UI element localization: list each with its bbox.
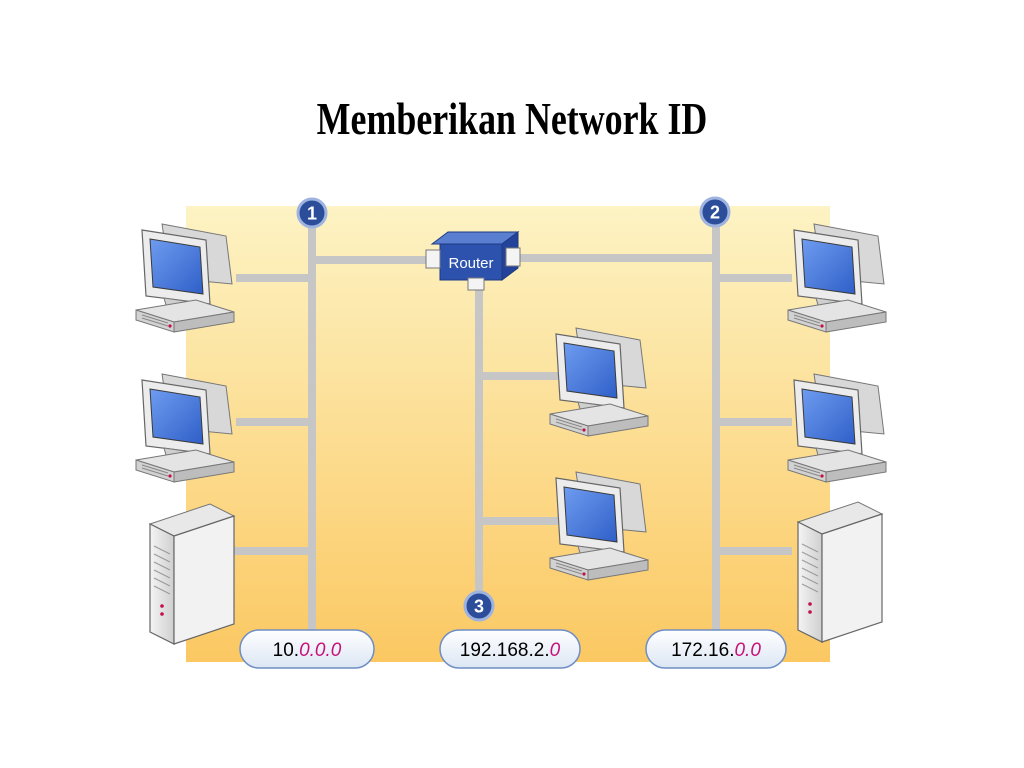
computer-icon bbox=[549, 327, 649, 437]
computer-icon bbox=[787, 373, 887, 483]
router-label: Router bbox=[448, 255, 493, 272]
computer-icon bbox=[135, 373, 235, 483]
segment-badge-3: 3 bbox=[463, 590, 495, 622]
network-id-label: 192.168.2.0 bbox=[460, 640, 561, 661]
computer-icon bbox=[135, 223, 235, 333]
network-cables bbox=[232, 225, 792, 636]
network-id-pill-middle: 192.168.2.0 bbox=[439, 629, 581, 669]
svg-text:3: 3 bbox=[474, 597, 484, 617]
server-icon bbox=[149, 503, 235, 645]
network-id-pill-left: 10.0.0.0 bbox=[239, 629, 375, 669]
slide-title: Memberikan Network ID bbox=[316, 93, 708, 144]
segment-badge-1: 1 bbox=[296, 197, 328, 229]
segment-badge-2: 2 bbox=[699, 196, 731, 228]
router-icon: Router bbox=[425, 231, 521, 291]
computer-icon bbox=[549, 471, 649, 581]
network-id-pill-right: 172.16.0.0 bbox=[645, 629, 787, 669]
network-id-label: 10.0.0.0 bbox=[273, 640, 342, 661]
svg-text:2: 2 bbox=[710, 203, 720, 223]
network-id-label: 172.16.0.0 bbox=[671, 640, 761, 661]
svg-text:1: 1 bbox=[307, 204, 317, 224]
computer-icon bbox=[787, 223, 887, 333]
server-icon bbox=[797, 501, 883, 643]
